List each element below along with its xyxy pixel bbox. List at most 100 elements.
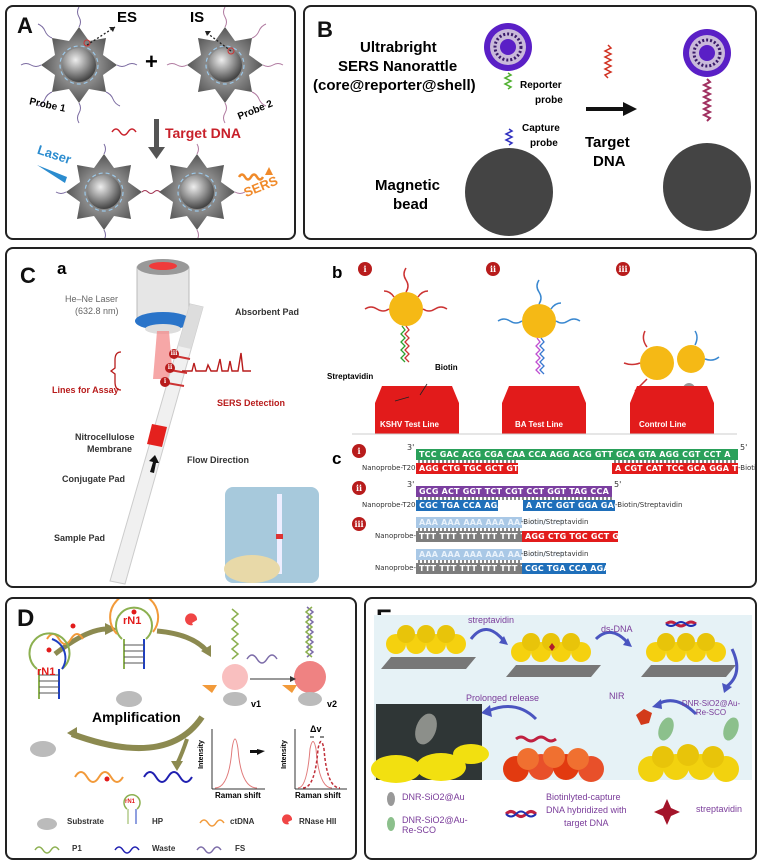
seq-i-bottom-left: AGG CTG TGC GCT GTT GG: [416, 463, 541, 474]
sers-wave-icon: [237, 173, 265, 181]
probe-2: [166, 7, 284, 124]
nanorattle-title-1: Ultrabright: [360, 39, 437, 56]
target-dna-label-1: Target: [585, 134, 630, 151]
seq-iii-polya-2: AAA AAA AAA AAA AAA AAA AA: [416, 549, 565, 560]
es-arrow: [86, 26, 116, 46]
pillar-array-1: [381, 625, 476, 669]
prolonged-release-label: Prolonged release: [466, 693, 540, 703]
nanoprobe-iii: [623, 330, 720, 392]
nanoprobe-ii: [497, 279, 581, 375]
raman-peak-v2: [302, 740, 341, 789]
down-arrow: [154, 119, 159, 149]
legend-dnr-au-reco: DNR-SiO2@Au-Re-SCO: [402, 815, 468, 835]
legend-hp-rn1: rN1: [125, 799, 136, 805]
rn1-label-top: rN1: [123, 615, 142, 627]
biotin-label: Biotin: [435, 363, 458, 372]
rn1-label-left: rN1: [37, 666, 56, 678]
seq-iii-polyt-1: TTT TTT TTT TTT TTT TTT TT: [416, 531, 552, 542]
legend-waste: Waste: [152, 844, 176, 853]
panel-a-illustration: [20, 7, 284, 238]
laser-label-1: He–Ne Laser: [65, 294, 119, 304]
iii-nanoprobe-label-2: Nanoprobe-: [375, 564, 416, 572]
nanorattle-title-2: SERS Nanorattle: [338, 58, 458, 75]
intensity-label-1: Intensity: [197, 740, 205, 769]
legend-ctdna: ctDNA: [230, 817, 255, 826]
reporter-probe-label-1: Reporter: [520, 80, 562, 91]
legend-waste-icon: [114, 846, 140, 854]
seq-ii-bottom-right: A ATC GGT GGA GAC GG: [523, 500, 636, 511]
panel-d-label: D: [17, 605, 35, 632]
magnetic-bead-label-2: bead: [393, 196, 429, 213]
pillar-array-2: [506, 633, 601, 677]
is-arrow: [206, 32, 232, 52]
legend-rnase-icon: [282, 814, 293, 825]
nir-heated-array: [503, 735, 604, 782]
iii-nanoprobe-label-1: Nanoprobe-: [375, 532, 416, 540]
hairpin-left: [28, 632, 71, 757]
assay-line-i: [166, 382, 185, 387]
nir-icon: [636, 709, 652, 725]
badge-i-b: i: [358, 262, 372, 276]
plus-sign: +: [145, 49, 158, 74]
ba-test-line-label: BA Test Line: [515, 420, 564, 429]
seq-iii-blue: CGC TGA CCA AGA GCA: [522, 563, 632, 574]
legend-fs-icon: [196, 846, 222, 854]
panel-d: D: [5, 597, 357, 860]
delta-v-label: Δv: [310, 724, 322, 734]
conjugate-pad-label: Conjugate Pad: [62, 474, 126, 484]
seq-ii-bottom-left: CGC TGA CCA AGA GCA: [416, 500, 526, 511]
reaction-arrow: [586, 107, 626, 111]
target-dna-label-2: DNA: [593, 153, 626, 170]
raman-shift-label-1: Raman shift: [215, 791, 261, 800]
seq-iii-polyt-2: TTT TTT TTT TTT TTT TTT TT: [416, 563, 552, 574]
legend-biotin-2: DNA hybridized with: [546, 805, 627, 815]
laser-label-2: (632.8 nm): [75, 306, 119, 316]
capture-probe-label-2: probe: [530, 138, 558, 149]
legend-biotin-dna-icon: [504, 810, 538, 818]
sers-detection-label: SERS Detection: [217, 398, 286, 408]
panel-a-label: A: [17, 13, 33, 38]
kshv-test-line-pad: [375, 386, 459, 434]
nitrocellulose-label-2: Membrane: [87, 444, 133, 454]
cycle-arrow-2: [156, 628, 209, 653]
cycle-arrow-3: [70, 715, 205, 752]
capture-probe-strand: [504, 128, 514, 146]
probe-1: [20, 7, 138, 124]
lines-bracket: [109, 351, 122, 391]
badge-iii-a: iii: [169, 349, 179, 359]
badge-i-c: i: [352, 444, 366, 458]
p1-strand: [230, 608, 240, 660]
arrow-prolonged-release: [487, 705, 538, 721]
legend-p1-icon: [34, 846, 60, 854]
i-3prime: 3': [407, 443, 415, 452]
sers-spectrum-trace: [182, 352, 251, 372]
target-dna-strand: [603, 44, 613, 79]
control-line-label: Control Line: [639, 420, 687, 429]
amplification-label: Amplification: [92, 709, 181, 725]
v2-label: v2: [327, 699, 338, 709]
i-nanoprobe-label: Nanoprobe-T20-: [362, 464, 419, 472]
raman-peak-v1: [297, 741, 333, 789]
panel-b: B Ultrabright SERS Nanorattle (core@repo…: [303, 5, 757, 240]
cycle-arrow-1: [53, 626, 108, 656]
magnetic-bead-1: [465, 148, 553, 236]
legend-p1: P1: [72, 844, 82, 853]
legend-hp: HP: [152, 817, 164, 826]
pillar-array-3: [641, 620, 736, 677]
seq-i-bottom-right: A CGT CAT TCC GCA GGA T: [612, 463, 738, 474]
intensity-label-2: Intensity: [280, 740, 288, 769]
nanoprobe-i: [364, 267, 448, 363]
streptavidin-step-label: streptavidin: [468, 615, 515, 625]
legend-streptavidin-icon: [654, 799, 680, 825]
magnetic-bead-label-1: Magnetic: [375, 177, 441, 194]
arrow-ds-dna: [594, 631, 630, 645]
panel-a: A: [5, 5, 296, 240]
ii-nanoprobe-label: Nanoprobe-T20-: [362, 501, 419, 509]
panel-e: E: [364, 597, 757, 860]
seq-iii-red: AGG CTG TGC GCT GTT GG: [522, 531, 647, 542]
reporter-probe-strand: [503, 72, 513, 90]
waste-strand: [143, 771, 193, 783]
arrow-dnr: [725, 648, 739, 689]
panel-b-illustration: [465, 23, 751, 236]
control-line-pad: [630, 386, 714, 434]
